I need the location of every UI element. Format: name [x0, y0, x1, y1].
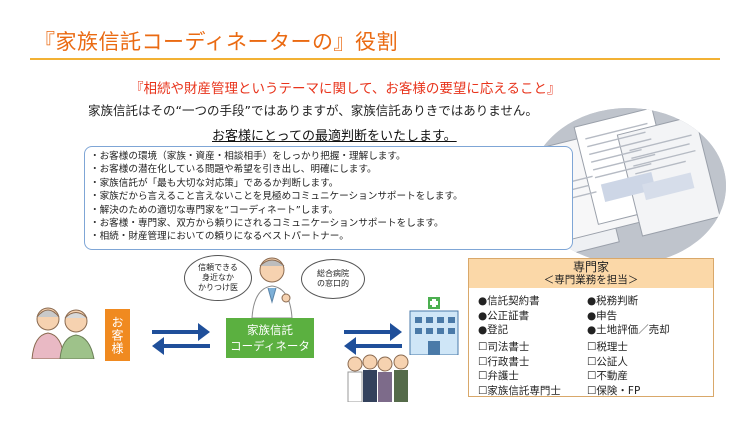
elderly-couple-illustration: [28, 303, 98, 360]
list-item: ☐税理士: [587, 341, 628, 353]
page-title: 『家族信託コーディネーターの』役割: [34, 30, 399, 54]
list-item: ・お客様の潜在化している問題や希望を引き出し、明確にします。: [90, 164, 377, 176]
list-item: ・お客様の環境（家族・資産・相談相手）をしっかり把握・理解します。: [90, 151, 406, 162]
list-item: ☐不動産: [587, 370, 628, 383]
exchange-arrows-icon: [342, 317, 404, 357]
list-item: ・解決のための適切な専門家を“コーディネート”します。: [90, 204, 339, 216]
experts-tasks-left: ●信託契約書 ●公正証書 ●登記: [478, 294, 540, 338]
list-item: ☐弁護士: [478, 370, 519, 383]
emphasis-line: お客様にとっての最適判断をいたします。: [212, 129, 457, 144]
customer-box: お客様: [105, 309, 130, 361]
bubble-text: かりつけ医: [197, 283, 239, 292]
list-item: ●信託契約書: [478, 295, 540, 307]
title-divider: [30, 58, 720, 60]
experts-title: 専門家: [572, 260, 609, 274]
list-item: ●税務判断: [587, 295, 639, 307]
list-item: ☐司法書士: [478, 341, 530, 353]
experts-subtitle: ＜専門業務を担当＞: [543, 274, 639, 286]
list-item: ☐公証人: [587, 355, 628, 368]
bubble-text: 総合病院: [317, 269, 349, 278]
roles-list-box: ・お客様の環境（家族・資産・相談相手）をしっかり把握・理解します。 ・お客様の潜…: [84, 146, 573, 250]
speech-bubble-trusted-doctor: 信頼できる 身近なか かりつけ医: [184, 255, 252, 301]
experts-roles-left: ☐司法書士 ☐行政書士 ☐弁護士 ☐家族信託専門士: [478, 340, 561, 399]
list-item: ・家族信託が「最も大切な対応策」であるか判断します。: [90, 177, 339, 189]
professionals-group-illustration: [345, 350, 415, 403]
exchange-arrows-icon: [150, 317, 212, 357]
list-item: ・家族だから言えること言えないことを見極めコミュニケーションサポートをします。: [90, 191, 463, 203]
coordinator-label: 家族信託: [247, 323, 293, 337]
list-item: ・相続・財産管理においての頼りになるベストパートナー。: [90, 231, 349, 243]
doctor-illustration: [246, 252, 298, 319]
intro-line: 家族信託はその“一つの手段”ではありますが、家族信託ありきではありません。: [88, 103, 538, 118]
bubble-text: の窓口的: [317, 279, 349, 288]
roles-list: ・お客様の環境（家族・資産・相談相手）をしっかり把握・理解します。 ・お客様の潜…: [85, 147, 572, 244]
experts-roles-right: ☐税理士 ☐公証人 ☐不動産 ☐保険・FP: [587, 340, 640, 399]
list-item: ●公正証書: [478, 309, 530, 322]
list-item: ☐保険・FP: [587, 385, 641, 398]
experts-panel: 専門家 ＜専門業務を担当＞ ●信託契約書 ●公正証書 ●登記 ●税務判断 ●申告…: [468, 258, 714, 397]
list-item: ☐行政書士: [478, 355, 530, 368]
hospital-icon: [406, 297, 462, 356]
list-item: ●土地評価／売却: [587, 324, 670, 337]
experts-tasks-right: ●税務判断 ●申告 ●土地評価／売却: [587, 294, 670, 338]
list-item: ●申告: [587, 309, 618, 322]
bubble-text: 身近なか: [202, 273, 234, 282]
coordinator-label: コーディネータ: [230, 339, 310, 353]
list-item: ・お客様・専門家、双方から頼りにされるコミュニケーションサポートをします。: [90, 218, 444, 230]
list-item: ●登記: [478, 324, 509, 337]
list-item: ☐家族信託専門士: [478, 385, 561, 398]
coordinator-box: 家族信託 コーディネータ: [226, 318, 314, 358]
experts-header: 専門家 ＜専門業務を担当＞: [469, 259, 713, 288]
bubble-text: 信頼できる: [198, 263, 238, 272]
speech-bubble-hospital-window: 総合病院 の窓口的: [301, 259, 365, 299]
subtitle: 『相続や財産管理というテーマに関して、お客様の要望に応えること』: [130, 81, 561, 97]
